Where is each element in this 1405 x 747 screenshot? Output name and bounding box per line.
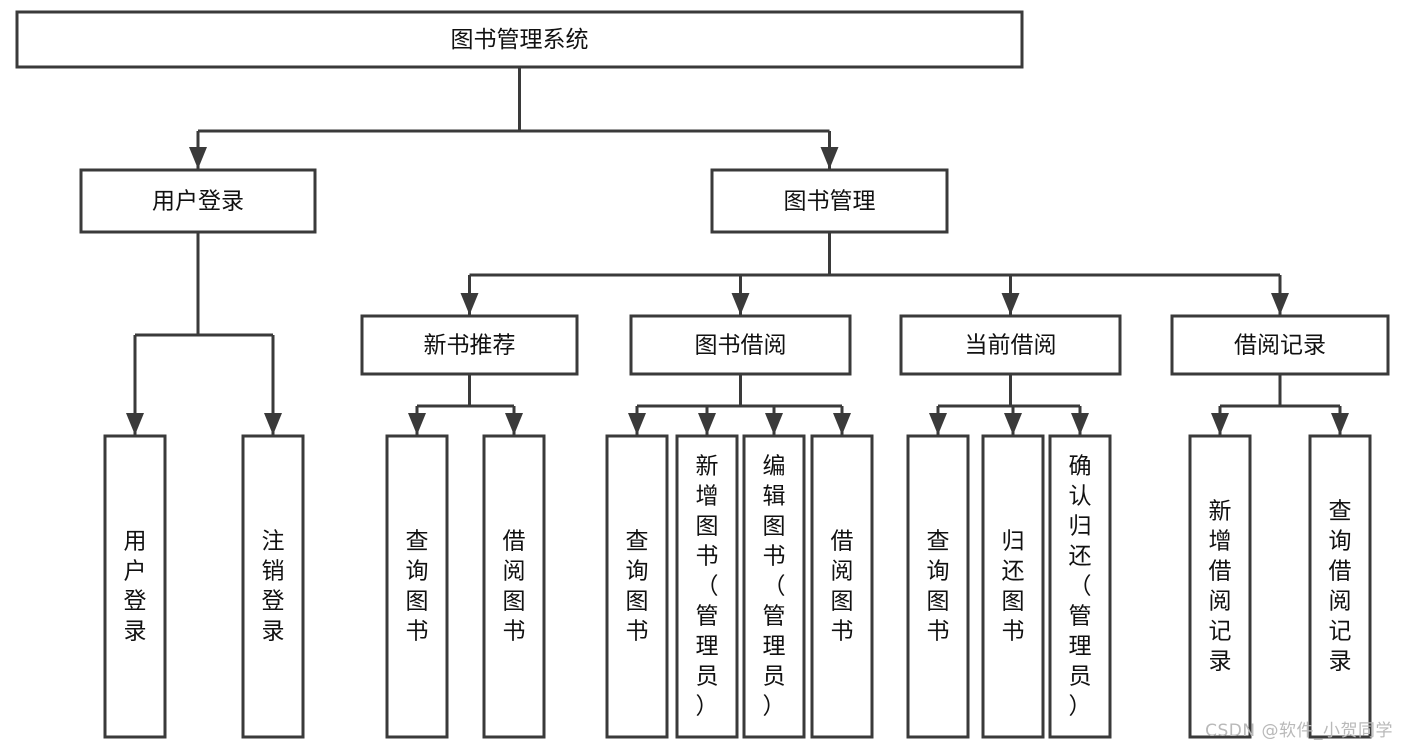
node-box-add-book-admin — [675, 434, 739, 739]
arrow-head-icon-user-login — [189, 147, 207, 169]
node-box-query-book-1 — [385, 434, 449, 739]
node-box-borrow-record — [1170, 314, 1390, 376]
node-label-current-borrow: 当前借阅 — [965, 333, 1057, 359]
node-box-return-book — [981, 434, 1045, 739]
node-label-user-logout-leaf: 注销登录 — [262, 528, 285, 644]
node-label-user-login-leaf: 用户登录 — [124, 528, 147, 644]
node-query-book-1[interactable]: 查询图书 — [385, 434, 449, 739]
node-box-book-manage — [710, 168, 949, 234]
arrow-head-icon-borrow-book-1 — [505, 413, 523, 435]
node-add-borrow-record[interactable]: 新增借阅记录 — [1188, 434, 1252, 739]
arrow-head-icon-user-logout-leaf — [264, 413, 282, 435]
node-book-borrow[interactable]: 图书借阅 — [629, 314, 852, 376]
node-borrow-book-2[interactable]: 借阅图书 — [810, 434, 874, 739]
arrow-head-icon-book-borrow — [731, 293, 750, 315]
node-box-query-borrow-record — [1308, 434, 1372, 739]
node-borrow-record[interactable]: 借阅记录 — [1170, 314, 1390, 376]
arrow-head-icon-book-manage — [820, 147, 839, 169]
node-box-new-book-recommend — [360, 314, 579, 376]
node-box-user-login — [79, 168, 317, 234]
arrow-head-icon-add-book-admin — [698, 413, 716, 435]
node-new-book-recommend[interactable]: 新书推荐 — [360, 314, 579, 376]
node-add-book-admin[interactable]: 新增图书（管理员） — [675, 434, 739, 739]
node-label-borrow-book-1: 借阅图书 — [503, 528, 526, 644]
arrow-head-icon-query-book-1 — [408, 413, 426, 435]
node-label-new-book-recommend: 新书推荐 — [424, 333, 516, 359]
node-box-query-book-3 — [906, 434, 970, 739]
node-label-confirm-return-admin: 确认归还（管理员） — [1069, 453, 1092, 719]
node-box-current-borrow — [899, 314, 1122, 376]
arrow-head-icon-borrow-book-2 — [833, 413, 851, 435]
node-label-add-book-admin: 新增图书（管理员） — [696, 453, 719, 719]
node-box-borrow-book-1 — [482, 434, 546, 739]
node-confirm-return-admin[interactable]: 确认归还（管理员） — [1048, 434, 1112, 739]
nodes-layer: 图书管理系统用户登录图书管理用户登录注销登录新书推荐图书借阅当前借阅借阅记录查询… — [15, 10, 1390, 739]
node-label-query-book-2: 查询图书 — [626, 528, 649, 644]
arrow-head-icon-query-book-3 — [929, 413, 947, 435]
arrow-head-icon-return-book — [1004, 413, 1022, 435]
node-borrow-book-1[interactable]: 借阅图书 — [482, 434, 546, 739]
node-current-borrow[interactable]: 当前借阅 — [899, 314, 1122, 376]
node-label-query-book-1: 查询图书 — [406, 528, 429, 644]
node-box-user-login-leaf — [103, 434, 167, 739]
arrow-head-icon-borrow-record — [1271, 293, 1289, 315]
node-query-book-3[interactable]: 查询图书 — [906, 434, 970, 739]
arrow-head-icon-current-borrow — [1001, 293, 1020, 315]
node-box-user-logout-leaf — [241, 434, 305, 739]
node-box-edit-book-admin — [742, 434, 806, 739]
node-label-root: 图书管理系统 — [451, 27, 589, 53]
node-user-login[interactable]: 用户登录 — [79, 168, 317, 234]
arrow-head-icon-confirm-return-admin — [1071, 413, 1089, 435]
node-label-borrow-record: 借阅记录 — [1234, 333, 1326, 359]
node-box-add-borrow-record — [1188, 434, 1252, 739]
node-label-add-borrow-record: 新增借阅记录 — [1209, 498, 1232, 674]
node-query-book-2[interactable]: 查询图书 — [605, 434, 669, 739]
node-return-book[interactable]: 归还图书 — [981, 434, 1045, 739]
node-box-book-borrow — [629, 314, 852, 376]
arrow-head-icon-new-book-recommend — [460, 293, 479, 315]
node-label-borrow-book-2: 借阅图书 — [831, 528, 854, 644]
arrow-head-icon-query-borrow-record — [1331, 413, 1349, 435]
node-box-query-book-2 — [605, 434, 669, 739]
node-label-book-manage: 图书管理 — [784, 189, 876, 215]
arrow-head-icon-query-book-2 — [628, 413, 646, 435]
arrow-head-icon-edit-book-admin — [765, 413, 783, 435]
node-box-confirm-return-admin — [1048, 434, 1112, 739]
node-query-borrow-record[interactable]: 查询借阅记录 — [1308, 434, 1372, 739]
node-box-borrow-book-2 — [810, 434, 874, 739]
node-root[interactable]: 图书管理系统 — [15, 10, 1024, 69]
node-box-root — [15, 10, 1024, 69]
node-label-user-login: 用户登录 — [152, 189, 244, 215]
node-label-return-book: 归还图书 — [1002, 528, 1025, 644]
node-edit-book-admin[interactable]: 编辑图书（管理员） — [742, 434, 806, 739]
node-user-logout-leaf[interactable]: 注销登录 — [241, 434, 305, 739]
connectors-layer — [126, 67, 1349, 435]
node-label-edit-book-admin: 编辑图书（管理员） — [763, 453, 786, 719]
arrow-head-icon-add-borrow-record — [1211, 413, 1229, 435]
node-label-query-borrow-record: 查询借阅记录 — [1329, 498, 1352, 674]
node-user-login-leaf[interactable]: 用户登录 — [103, 434, 167, 739]
node-book-manage[interactable]: 图书管理 — [710, 168, 949, 234]
node-label-query-book-3: 查询图书 — [927, 528, 950, 644]
node-label-book-borrow: 图书借阅 — [695, 333, 787, 359]
arrow-head-icon-user-login-leaf — [126, 413, 144, 435]
